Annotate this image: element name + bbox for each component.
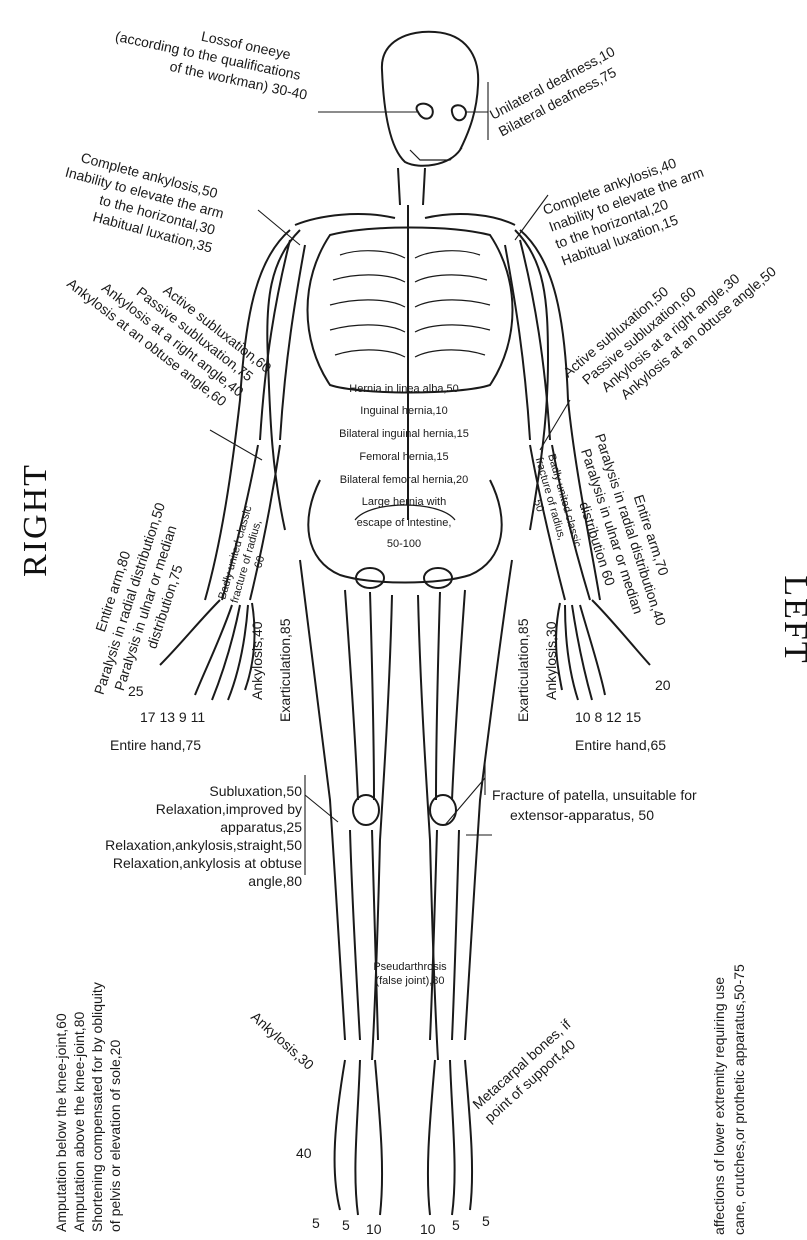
right-patella (353, 795, 379, 825)
left-finger-values: 10 8 12 15 (575, 709, 641, 725)
left-big-toe-value: 10 (420, 1221, 436, 1237)
left-wrist-ankylosis: Ankylosis,30 (543, 621, 559, 700)
ribcage (308, 228, 513, 393)
right-knee-line-2: Relaxation,improved by (156, 801, 302, 817)
hernia-line-1: Hernia in linea alba,50 (349, 383, 458, 395)
pseudarthrosis-line-1: Pseudarthrosis (373, 961, 447, 973)
pseudarthrosis-line-2: (false joint),80 (375, 975, 444, 987)
left-wrist-exarticulation: Exarticulation,85 (515, 618, 531, 722)
right-foot (335, 1060, 383, 1215)
left-patella (430, 795, 456, 825)
cervical-spine (398, 168, 425, 205)
right-leg-amputation-label: Amputation below the knee-joint,60 Amput… (53, 982, 123, 1232)
amputation-line-2: Amputation above the knee-joint,80 (71, 1012, 87, 1232)
hernia-line-4: Femoral hernia,15 (359, 451, 448, 463)
left-thumb-value: 20 (655, 677, 671, 693)
right-big-toe-value: 10 (366, 1221, 382, 1237)
left-knee-line-2: extensor-apparatus, 50 (510, 807, 654, 823)
left-tibia (430, 830, 459, 1040)
right-hand (160, 600, 254, 700)
side-label-right: RIGHT (17, 463, 54, 577)
left-hip-joint (424, 568, 452, 588)
right-thumb-value: 25 (128, 683, 144, 699)
right-middle-toe-value: 5 (342, 1217, 350, 1233)
left-little-toe-value: 5 (482, 1213, 490, 1229)
metacarpal-label: Metacarpal bones, if point of support,40 (469, 1016, 586, 1126)
amputation-line-4: of pelvis or elevation of sole,20 (107, 1040, 123, 1232)
left-middle-toe-value: 5 (452, 1217, 460, 1233)
left-eye-socket (452, 105, 466, 120)
affections-line-1: affections of lower extremity requiring … (711, 977, 727, 1235)
right-knee-line-5: Relaxation,ankylosis at obtuse (113, 855, 302, 871)
left-leg-affections-label: affections of lower extremity requiring … (711, 964, 747, 1235)
right-knee-line-4: Relaxation,ankylosis,straight,50 (105, 837, 302, 853)
right-clavicle (295, 214, 395, 225)
left-radius-label: Badly united classic fracture of radius,… (520, 453, 583, 557)
right-knee-line-6: angle,80 (248, 873, 302, 889)
hernia-line-8: 50-100 (387, 538, 421, 550)
right-eye-socket (417, 104, 433, 119)
right-wrist-exarticulation: Exarticulation,85 (277, 618, 293, 722)
amputation-line-1: Amputation below the knee-joint,60 (53, 1013, 69, 1232)
right-femur (345, 590, 374, 800)
right-knee-line-1: Subluxation,50 (209, 783, 302, 799)
right-shoulder-label: Complete ankylosis,50 Inability to eleva… (54, 146, 230, 256)
jaw (410, 148, 462, 160)
hernia-line-2: Inguinal hernia,10 (360, 405, 447, 417)
left-humerus (505, 240, 550, 440)
hernia-line-7: escape of intestine, (357, 517, 452, 529)
right-entire-hand: Entire hand,75 (110, 737, 201, 753)
hernia-line-6: Large hernia with (362, 496, 446, 508)
side-label-left: LEFT (777, 575, 807, 664)
right-little-toe-value: 5 (312, 1215, 320, 1231)
hernia-line-5: Bilateral femoral hernia,20 (340, 474, 468, 486)
left-knee-label: Fracture of patella, unsuitable for exte… (492, 787, 697, 823)
hernia-line-3: Bilateral inguinal hernia,15 (339, 428, 469, 440)
right-hip-joint (356, 568, 384, 588)
right-ankle-ankylosis: Ankylosis,30 (248, 1008, 317, 1073)
left-femur (436, 590, 465, 800)
right-arm-label: Entire arm,80 Paralysis in radial distri… (74, 495, 203, 708)
right-radius-line-3: 60 (252, 554, 267, 569)
left-shoulder-label: Complete ankylosis,40 Inability to eleva… (541, 147, 719, 269)
deafness-label: Unilateral deafness,10 Bilateral deafnes… (487, 43, 627, 139)
right-radius-label: Badly united classic fracture of radius,… (216, 504, 279, 608)
skull (382, 32, 478, 166)
right-knee-line-3: apparatus,25 (220, 819, 302, 835)
left-knee-line-1: Fracture of patella, unsuitable for (492, 787, 697, 803)
right-elbow-label: Active subluxation,60 Passive subluxatio… (64, 232, 275, 418)
amputation-line-3: Shortening compensated for by obliquity (89, 982, 105, 1232)
right-knee-label: Subluxation,50 Relaxation,improved by ap… (105, 783, 302, 889)
left-clavicle (425, 214, 515, 225)
left-arm-outline (520, 230, 600, 600)
left-entire-hand: Entire hand,65 (575, 737, 666, 753)
right-tarsal-value: 40 (296, 1145, 312, 1161)
eye-loss-label: Lossof oneeye (according to the qualific… (110, 10, 316, 102)
left-foot (428, 1060, 472, 1215)
right-finger-values: 17 13 9 11 (140, 709, 205, 725)
affections-line-2: cane, crutches,or prothetic apparatus,50… (731, 964, 747, 1235)
hernia-label: Hernia in linea alba,50 Inguinal hernia,… (339, 383, 469, 550)
right-wrist-ankylosis: Ankylosis,40 (249, 621, 265, 700)
left-hand (556, 600, 650, 700)
ribs (330, 251, 490, 357)
